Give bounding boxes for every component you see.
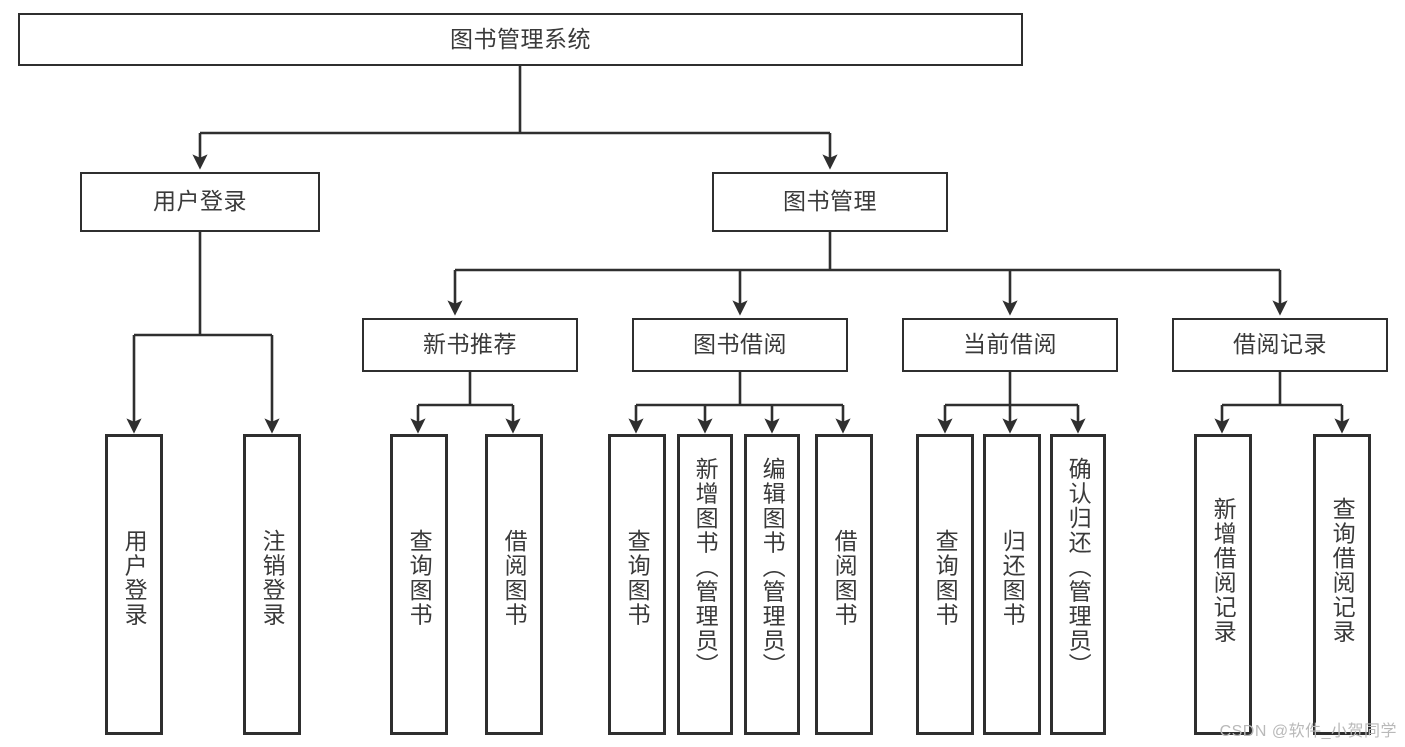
leaf-confirm-return-label: 确认归还（管理员） [1065,457,1092,678]
node-root[interactable]: 图书管理系统 [18,13,1023,66]
node-book-borrow[interactable]: 图书借阅 [632,318,848,372]
leaf-query-book-3-label: 查询图书 [932,529,959,627]
node-borrow-record[interactable]: 借阅记录 [1172,318,1388,372]
node-user-login[interactable]: 用户登录 [80,172,320,232]
leaf-query-book-2-label: 查询图书 [624,529,651,627]
leaf-add-record[interactable]: 新增借阅记录 [1194,434,1252,735]
node-book-manage-label: 图书管理 [783,188,877,215]
leaf-borrow-book-1-label: 借阅图书 [501,529,528,627]
leaf-logout-login[interactable]: 注销登录 [243,434,301,735]
node-current-borrow-label: 当前借阅 [963,331,1057,358]
node-book-manage[interactable]: 图书管理 [712,172,948,232]
leaf-query-book-1[interactable]: 查询图书 [390,434,448,735]
leaf-borrow-book-2-label: 借阅图书 [831,529,858,627]
node-user-login-label: 用户登录 [153,188,247,215]
leaf-edit-book[interactable]: 编辑图书（管理员） [744,434,800,735]
leaf-logout-login-label: 注销登录 [259,529,286,627]
node-borrow-record-label: 借阅记录 [1233,331,1327,358]
leaf-query-book-3[interactable]: 查询图书 [916,434,974,735]
node-new-book-rec[interactable]: 新书推荐 [362,318,578,372]
node-book-borrow-label: 图书借阅 [693,331,787,358]
leaf-edit-book-label: 编辑图书（管理员） [759,457,786,678]
leaf-confirm-return[interactable]: 确认归还（管理员） [1050,434,1106,735]
leaf-borrow-book-2[interactable]: 借阅图书 [815,434,873,735]
leaf-user-login-label: 用户登录 [121,529,148,627]
leaf-query-record[interactable]: 查询借阅记录 [1313,434,1371,735]
leaf-return-book-label: 归还图书 [999,529,1026,627]
node-current-borrow[interactable]: 当前借阅 [902,318,1118,372]
leaf-borrow-book-1[interactable]: 借阅图书 [485,434,543,735]
node-root-label: 图书管理系统 [450,25,591,52]
leaf-add-record-label: 新增借阅记录 [1210,497,1237,644]
node-new-book-rec-label: 新书推荐 [423,331,517,358]
leaf-query-book-1-label: 查询图书 [406,529,433,627]
leaf-query-record-label: 查询借阅记录 [1329,497,1356,644]
leaf-add-book[interactable]: 新增图书（管理员） [677,434,733,735]
leaf-add-book-label: 新增图书（管理员） [692,457,719,678]
leaf-user-login[interactable]: 用户登录 [105,434,163,735]
leaf-return-book[interactable]: 归还图书 [983,434,1041,735]
leaf-query-book-2[interactable]: 查询图书 [608,434,666,735]
csdn-watermark: CSDN @软件_小贺同学 [1219,723,1397,740]
